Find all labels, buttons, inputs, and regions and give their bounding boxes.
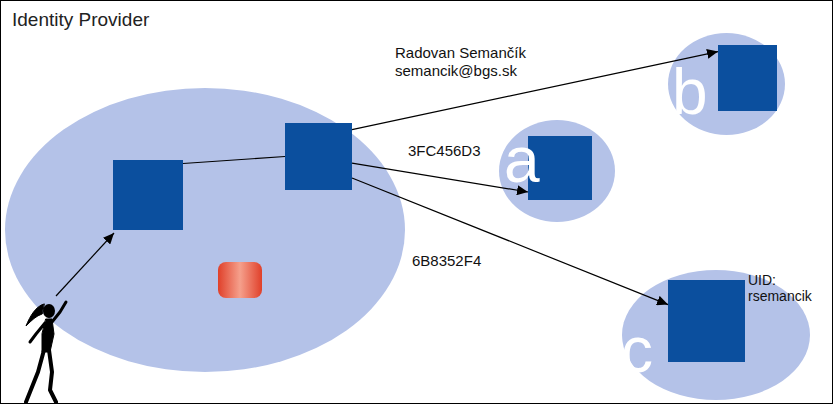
edge-label: 3FC456D3 xyxy=(408,142,498,160)
domain-letter: a xyxy=(504,128,540,192)
idp-box xyxy=(285,123,352,190)
auth-box xyxy=(113,160,183,230)
connector xyxy=(183,157,285,164)
ellipse-fill xyxy=(499,120,615,222)
edge-label: Radovan Semančík semancik@bgs.sk xyxy=(395,44,545,80)
service-box xyxy=(718,45,777,111)
uid-note: UID: rsemancik xyxy=(748,272,828,304)
edge-label: 6B8352F4 xyxy=(412,252,502,270)
login-arrow xyxy=(56,233,114,296)
user-figure xyxy=(26,302,66,402)
provider-domain xyxy=(5,88,405,372)
connector xyxy=(352,178,668,305)
frame-title: Identity Provider xyxy=(12,9,149,31)
connector xyxy=(352,163,528,192)
token-chip xyxy=(218,262,262,298)
ellipse-fill xyxy=(5,88,405,372)
service-domain: cUID: rsemancik xyxy=(622,270,810,400)
domain-letter: b xyxy=(672,60,708,124)
service-domain: a xyxy=(499,120,615,222)
service-domain: b xyxy=(668,33,785,135)
domain-letter: c xyxy=(621,318,653,382)
service-box xyxy=(668,280,745,362)
ellipse-fill xyxy=(668,33,785,135)
